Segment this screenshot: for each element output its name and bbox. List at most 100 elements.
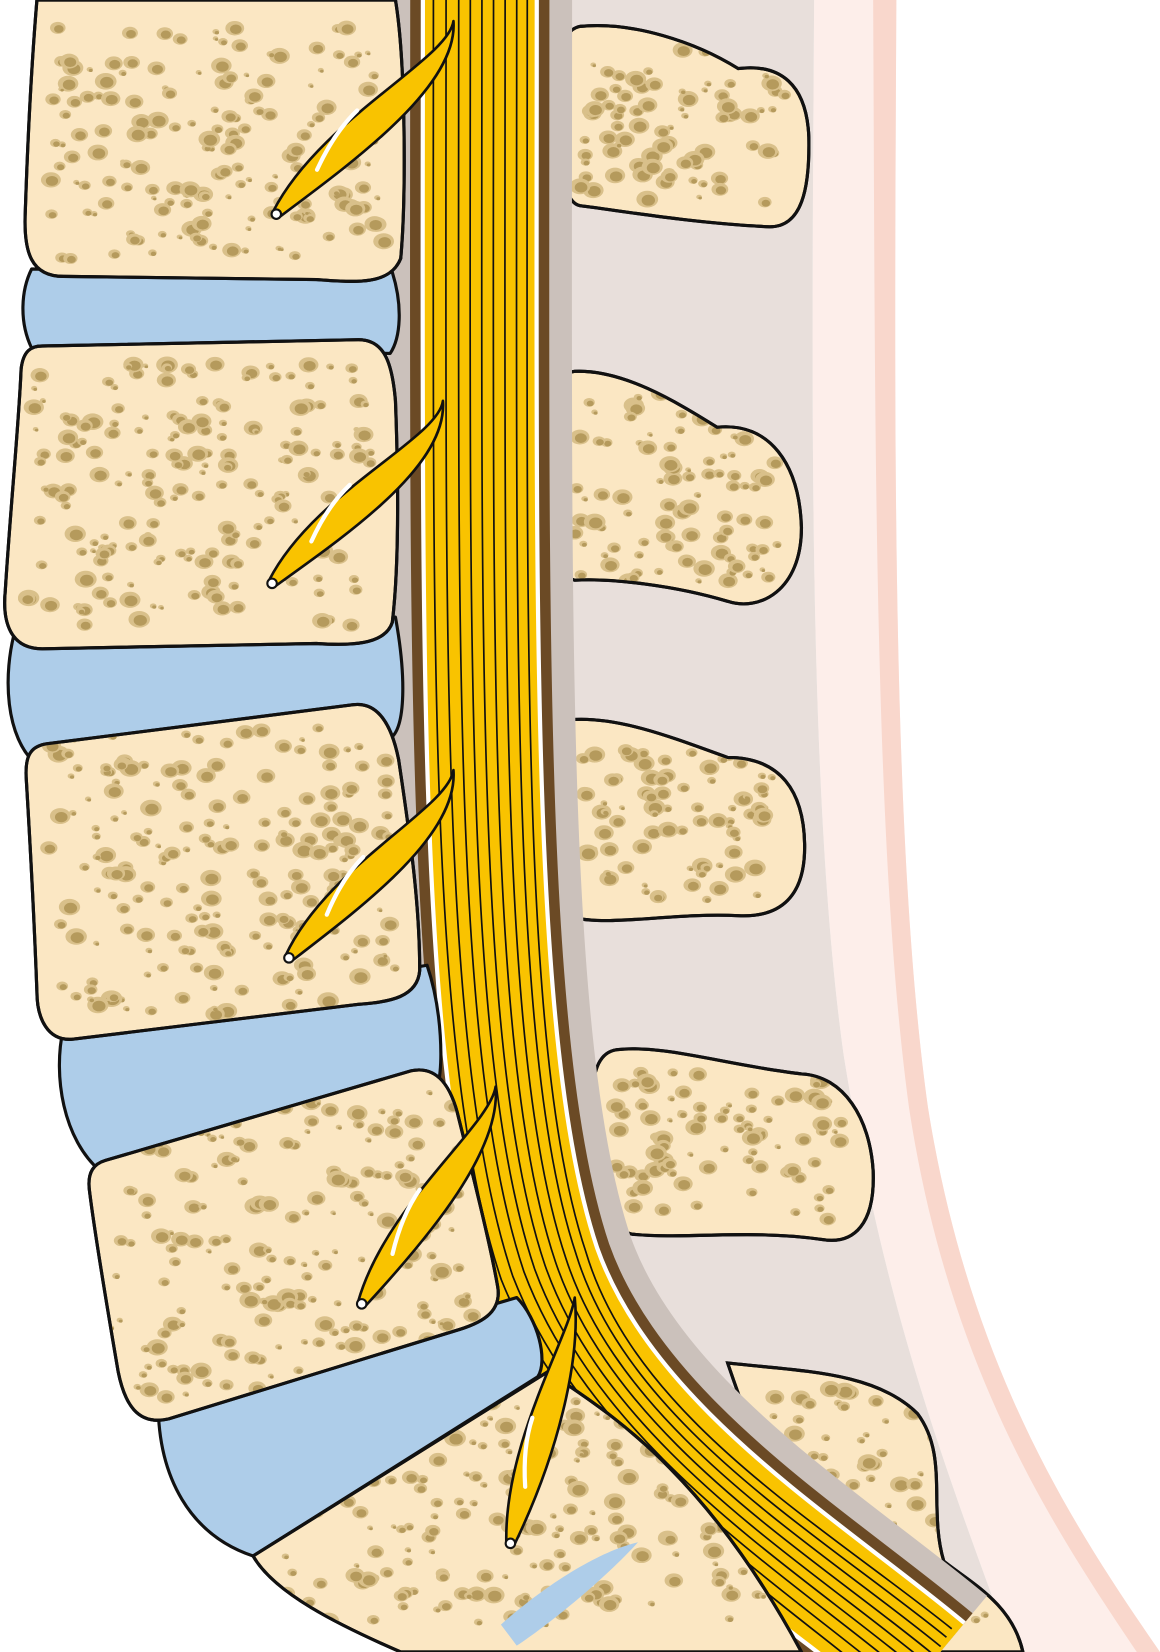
bone-pore: [430, 1551, 435, 1555]
bone-pore: [179, 885, 188, 893]
bone-pore: [295, 883, 308, 893]
bone-pore: [658, 480, 664, 484]
bone-pore: [205, 1381, 212, 1387]
bone-pore: [679, 828, 687, 835]
bone-pore: [973, 1618, 980, 1624]
bone-pore: [264, 1278, 271, 1284]
bone-pore: [759, 519, 771, 528]
nerve-fiber: [515, 0, 947, 1638]
bone-pore: [690, 1123, 704, 1134]
bone-pore: [133, 834, 142, 842]
bone-pore: [688, 867, 694, 872]
bone-pore: [351, 379, 357, 384]
bone-pore: [362, 1575, 376, 1586]
bone-pore: [94, 470, 107, 481]
bone-pore: [758, 811, 771, 822]
bone-pore: [596, 439, 604, 446]
bone-pore: [587, 185, 601, 197]
bone-pore: [644, 890, 650, 895]
bone-pore: [604, 69, 614, 77]
bone-pore: [96, 889, 101, 893]
bone-pore: [594, 1536, 600, 1542]
bone-pore: [352, 587, 361, 595]
bone-pore: [151, 64, 163, 74]
bone-pore: [301, 201, 311, 209]
bone-pore: [127, 59, 138, 68]
bone-pore: [811, 1160, 820, 1167]
bone-pore: [493, 1515, 504, 1525]
bone-pore: [381, 791, 391, 799]
bone-pore: [575, 1459, 580, 1463]
bone-pore: [148, 186, 158, 195]
bone-pore: [417, 1486, 426, 1493]
bone-pore: [43, 487, 49, 492]
bone-pore: [192, 449, 206, 460]
bone-pore: [824, 1436, 830, 1442]
bone-pore: [333, 191, 340, 196]
bone-pore: [459, 1511, 470, 1519]
bone-pore: [105, 575, 113, 581]
bone-pore: [261, 772, 273, 782]
bone-pore: [249, 540, 260, 548]
bone-pore: [348, 366, 357, 373]
bone-pore: [602, 802, 608, 806]
bone-pore: [708, 1546, 722, 1558]
bone-pore: [748, 1090, 758, 1099]
bone-pore: [793, 1210, 800, 1216]
bone-pore: [176, 36, 186, 44]
bone-pore: [450, 1228, 455, 1232]
bone-pore: [709, 779, 716, 784]
bone-pore: [613, 112, 623, 120]
bone-pore: [54, 811, 68, 823]
bone-pore: [291, 1606, 310, 1620]
bone-pore: [434, 1500, 442, 1507]
bone-pore: [131, 129, 145, 141]
bone-pore: [110, 893, 118, 900]
nerve-root-end: [504, 1537, 517, 1550]
bone-pore: [621, 747, 632, 756]
bone-pore: [222, 1383, 231, 1390]
bone-pore: [552, 1515, 557, 1519]
bone-pore: [44, 844, 56, 854]
bone-pore: [224, 464, 232, 471]
bone-pore: [740, 1569, 748, 1575]
bone-pore: [286, 1258, 295, 1265]
bone-pore: [45, 175, 59, 186]
bone-pore: [313, 451, 320, 457]
bone-pore: [121, 71, 127, 76]
bone-pore: [49, 96, 59, 105]
bone-pore: [581, 151, 591, 160]
bone-pore: [824, 1384, 838, 1396]
bone-pore: [206, 894, 219, 905]
bone-pore: [174, 462, 183, 469]
bone-pore: [368, 450, 375, 456]
bone-pore: [642, 101, 655, 111]
bone-pore: [755, 1163, 767, 1173]
bone-pore: [433, 1456, 445, 1466]
bone-pore: [196, 219, 209, 230]
bone-pore: [697, 580, 702, 584]
bone-pore: [614, 1534, 626, 1544]
bone-pore: [637, 553, 644, 559]
bone-pore: [605, 561, 617, 571]
bone-pore: [315, 1340, 324, 1347]
bone-pore: [652, 812, 658, 817]
bone-pore: [672, 543, 682, 552]
bone-pore: [660, 532, 672, 542]
bone-pore: [611, 1162, 623, 1172]
bone-pore: [303, 1341, 308, 1345]
bone-pore: [363, 85, 376, 96]
bone-pore: [751, 554, 759, 561]
bone-pore: [152, 605, 157, 609]
bone-pore: [729, 829, 739, 837]
bone-pore: [675, 1497, 687, 1507]
bone-pore: [681, 90, 686, 95]
bone-pore: [92, 541, 99, 546]
bone-pore: [703, 1534, 711, 1541]
bone-pore: [689, 750, 697, 757]
bone-pore: [669, 1097, 675, 1102]
bone-pore: [389, 1128, 401, 1138]
bone-pore: [89, 998, 95, 1003]
bone-pore: [353, 452, 367, 462]
